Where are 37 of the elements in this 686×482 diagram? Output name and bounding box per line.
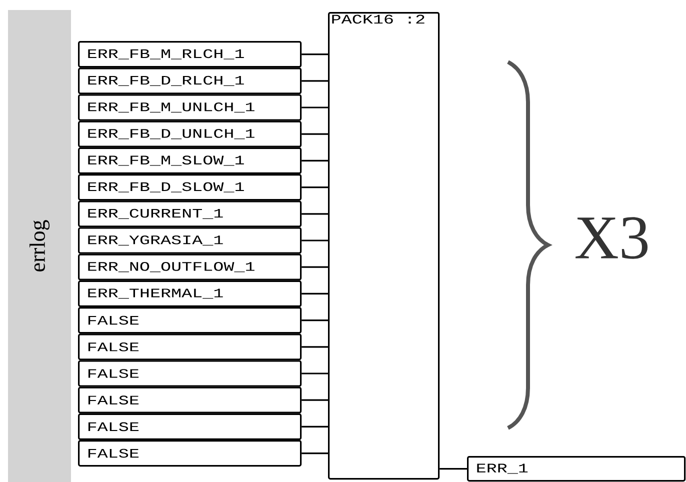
connector-line <box>302 320 328 322</box>
input-box: ERR_FB_M_UNLCH_1 <box>78 94 302 121</box>
side-band: errlog <box>8 10 71 482</box>
input-box: ERR_CURRENT_1 <box>78 200 302 228</box>
connector-line <box>302 213 328 215</box>
input-box: ERR_NO_OUTFLOW_1 <box>78 254 302 280</box>
connector-line <box>302 426 328 428</box>
connector-line <box>302 372 328 374</box>
input-box: ERR_YGRASIA_1 <box>78 227 302 254</box>
connector-line <box>302 133 328 135</box>
input-box: FALSE <box>78 307 302 334</box>
input-box: ERR_FB_D_SLOW_1 <box>78 174 302 201</box>
connector-line <box>302 399 328 401</box>
input-box: ERR_FB_M_RLCH_1 <box>78 41 302 68</box>
connector-line <box>302 160 328 162</box>
connector-line <box>302 186 328 188</box>
function-block: PACK16 :2 <box>328 12 440 480</box>
input-box: FALSE <box>78 413 302 440</box>
connector-line <box>302 346 328 348</box>
input-box: ERR_FB_M_SLOW_1 <box>78 147 302 174</box>
connector-line <box>302 54 328 56</box>
connector-line <box>302 452 328 454</box>
connector-line <box>302 240 328 242</box>
connector-line <box>302 106 328 108</box>
multiplier-label: X3 <box>576 217 648 259</box>
input-box: FALSE <box>78 334 302 360</box>
connector-line <box>440 468 467 470</box>
output-box: ERR_1 <box>467 456 686 482</box>
input-box: ERR_THERMAL_1 <box>78 280 302 307</box>
input-box: FALSE <box>78 440 302 467</box>
connector-line <box>302 266 328 268</box>
connector-line <box>302 292 328 294</box>
input-box: ERR_FB_D_UNLCH_1 <box>78 120 302 148</box>
input-box: ERR_FB_D_RLCH_1 <box>78 68 302 94</box>
connector-line <box>302 80 328 82</box>
input-box: FALSE <box>78 386 302 414</box>
input-box: FALSE <box>78 360 302 387</box>
